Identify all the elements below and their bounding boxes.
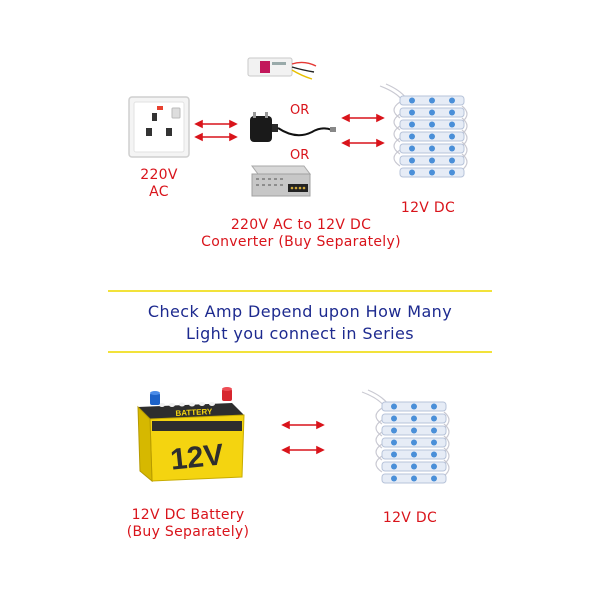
double-arrow-icon: [341, 113, 385, 148]
or-label-1: OR: [290, 103, 310, 118]
socket-label-line2: AC: [149, 184, 169, 200]
battery-brand-text: BATTERY: [175, 407, 213, 418]
led-module-string-icon: [361, 389, 450, 484]
battery-label-line2: (Buy Separately): [126, 524, 250, 540]
car-battery-icon: BATTERY 12V: [137, 387, 245, 483]
top-led-label: 12V DC: [400, 200, 456, 216]
converter-label-line2: Converter (Buy Separately): [201, 234, 401, 250]
or-label-2: OR: [290, 148, 310, 163]
double-arrow-icon: [281, 420, 325, 455]
converter-label: 220V AC to 12V DC Converter (Buy Separat…: [186, 217, 416, 251]
wall-socket-icon: [128, 96, 190, 158]
battery-label-line1: 12V DC Battery: [131, 507, 245, 523]
banner-divider-bottom: [108, 351, 492, 353]
battery-label: 12V DC Battery (Buy Separately): [118, 507, 258, 541]
bottom-led-label: 12V DC: [382, 510, 438, 526]
double-arrow-icon: [194, 119, 238, 142]
banner-line1: Check Amp Depend upon How Many: [147, 302, 453, 321]
banner-line2: Light you connect in Series: [185, 324, 415, 343]
led-driver-icon: [247, 57, 317, 80]
led-module-string-icon: [379, 83, 468, 178]
converter-label-line1: 220V AC to 12V DC: [230, 217, 372, 233]
wall-adapter-icon: [250, 112, 336, 142]
socket-label: 220V AC: [128, 167, 190, 201]
banner-divider-top: [108, 290, 492, 292]
battery-voltage-text: 12V: [169, 438, 226, 476]
smps-power-supply-icon: [251, 165, 311, 197]
banner-text: Check Amp Depend upon How Many Light you…: [108, 301, 492, 345]
socket-label-line1: 220V: [140, 167, 178, 183]
